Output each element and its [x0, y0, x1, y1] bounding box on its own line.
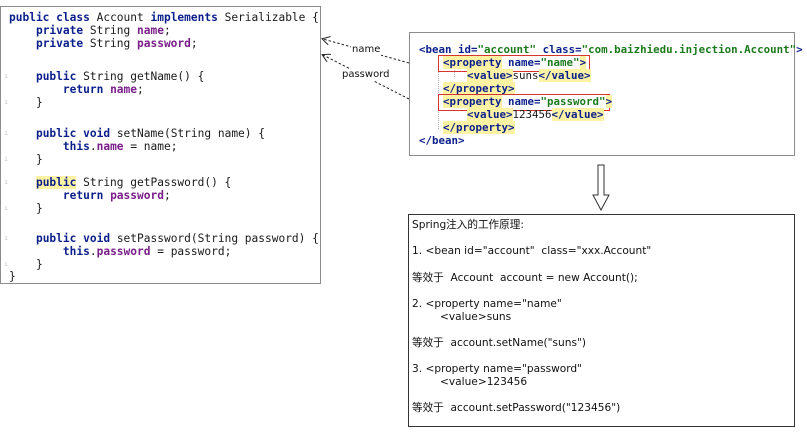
indent-guide	[454, 70, 455, 77]
gutter-marker: ı	[4, 204, 9, 212]
xml-line-bean-open: <bean id="account" class="com.baizhiedu.…	[419, 43, 803, 56]
code-line-setname-close: }	[9, 153, 43, 166]
field-name: name	[96, 140, 124, 153]
field-name: name	[110, 83, 138, 96]
callout-box-property-name	[438, 55, 590, 72]
step3-equivalent: 等效于 account.setPassword("123456")	[412, 402, 621, 414]
code-line-setpassword-close: }	[9, 258, 43, 271]
xml-line-property-close: </property>	[443, 82, 515, 95]
gutter-marker: ı	[4, 155, 9, 163]
xml-line-property-name-open: <property name="name">	[443, 56, 587, 69]
kw-public: public	[9, 11, 50, 24]
code-line-class-declaration: public class Account implements Serializ…	[9, 11, 319, 24]
code-line-setpassword-assign: this.password = password;	[62, 245, 232, 258]
kw-public: public	[35, 232, 77, 245]
kw-private: private	[35, 37, 84, 50]
kw-public: public	[35, 127, 77, 140]
kw-implements: implements	[150, 11, 218, 24]
code-line-getpassword-return: return password;	[62, 189, 171, 202]
xml-config-panel: <bean id="account" class="com.baizhiedu.…	[409, 32, 803, 156]
code-line-class-close: }	[9, 270, 16, 283]
code-line-getpassword-signature: public String getPassword() {	[35, 176, 232, 189]
code-line-setname-assign: this.name = name;	[62, 140, 178, 153]
xml-line-value-123456: <value>123456</value>	[467, 108, 604, 121]
code-line-getpassword-close: }	[9, 202, 43, 215]
field-password: password	[96, 245, 151, 258]
step2-line2: <value>suns	[440, 311, 512, 323]
code-line-getname-return: return name;	[62, 83, 144, 96]
indent-guide	[438, 57, 439, 129]
field-name: name	[137, 24, 164, 37]
kw-private: private	[35, 24, 84, 37]
step2-equivalent: 等效于 account.setName("suns")	[412, 337, 587, 349]
xml-line-bean-close: </bean>	[419, 134, 465, 147]
kw-class: class	[56, 11, 90, 24]
code-line-setpassword-signature: public void setPassword(String password)…	[35, 232, 319, 245]
field-password: password	[110, 189, 164, 202]
step1-equivalent: 等效于 Account account = new Account();	[412, 272, 638, 284]
kw-this: this	[62, 140, 90, 153]
xml-line-property-close: </property>	[443, 121, 515, 134]
code-line-getname-close: }	[9, 96, 43, 109]
arrow-label-password: password	[341, 69, 391, 81]
gutter-marker: ı	[4, 178, 9, 186]
down-arrow	[592, 164, 610, 212]
code-line-setname-signature: public void setName(String name) {	[35, 127, 265, 140]
gutter-marker: ı	[4, 129, 9, 137]
explanation-title: Spring注入的工作原理:	[412, 219, 524, 231]
xml-line-value-suns: <value>suns</value>	[467, 69, 591, 82]
step3-line2: <value>123456	[440, 376, 528, 388]
gutter-marker: ı	[4, 260, 9, 268]
kw-void: void	[83, 127, 111, 140]
step1-line: 1. <bean id="account" class="xxx.Account…	[412, 245, 652, 257]
xml-line-property-password-open: <property name="password">	[443, 95, 613, 108]
kw-public-highlighted: public	[35, 176, 77, 189]
code-line-field-name: private String name;	[35, 24, 171, 37]
arrow-name-mapping	[323, 39, 410, 64]
kw-void: void	[83, 232, 111, 245]
code-line-field-password: private String password;	[35, 37, 198, 50]
field-password: password	[137, 37, 191, 50]
kw-return: return	[62, 83, 104, 96]
arrow-label-name: name	[351, 44, 382, 56]
gutter-marker: ı	[4, 98, 9, 106]
kw-return: return	[62, 189, 104, 202]
code-line-getname-signature: public String getName() {	[35, 70, 205, 83]
step3-line1: 3. <property name="password"	[412, 363, 583, 375]
kw-this: this	[62, 245, 90, 258]
gutter-marker: ı	[4, 234, 9, 242]
java-code-panel: public class Account implements Serializ…	[0, 6, 321, 284]
step2-line1: 2. <property name="name"	[412, 298, 562, 310]
explanation-panel: Spring注入的工作原理: 1. <bean id="account" cla…	[408, 214, 795, 427]
gutter-marker: ı	[4, 72, 9, 80]
kw-public: public	[35, 70, 77, 83]
